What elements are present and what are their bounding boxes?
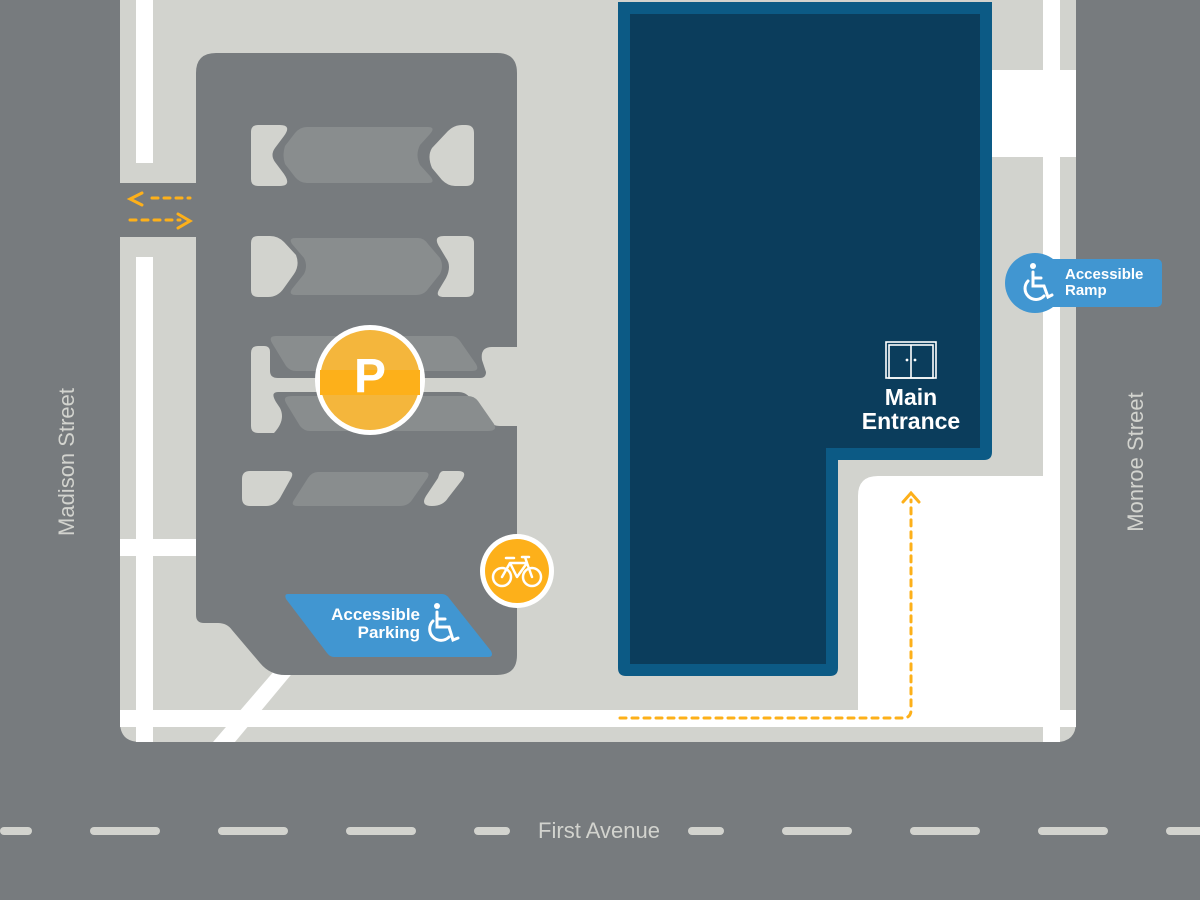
accessible-ramp-label: Accessible Ramp (1065, 267, 1143, 299)
driveway (120, 183, 200, 237)
accessible-parking-label: Accessible Parking (300, 606, 420, 642)
street-label-madison: Madison Street (54, 388, 79, 536)
wheelchair-icon (428, 603, 460, 642)
walking-route (126, 191, 913, 720)
accessible-parking-line2: Parking (357, 622, 420, 642)
accessible-ramp-line2: Ramp (1065, 281, 1107, 299)
sidewalks (120, 0, 1076, 742)
parking-icon (315, 325, 425, 435)
accessible-ramp-badge (1005, 253, 1162, 313)
street-label-monroe: Monroe Street (1123, 392, 1148, 532)
main-entrance-line2: Entrance (861, 408, 961, 435)
door-icon (885, 341, 937, 379)
accessible-parking-line1: Accessible (331, 605, 420, 624)
accessible-ramp-line1: Accessible (1065, 266, 1144, 283)
bicycle-icon (480, 534, 554, 608)
main-entrance-line1: Main (884, 384, 938, 410)
wheelchair-icon (1023, 263, 1054, 301)
street-label-first-avenue: First Avenue (538, 818, 660, 843)
main-entrance-label: Main Entrance (846, 385, 976, 433)
parking-symbol-label: P (353, 350, 386, 403)
arrow-icon (901, 490, 921, 504)
